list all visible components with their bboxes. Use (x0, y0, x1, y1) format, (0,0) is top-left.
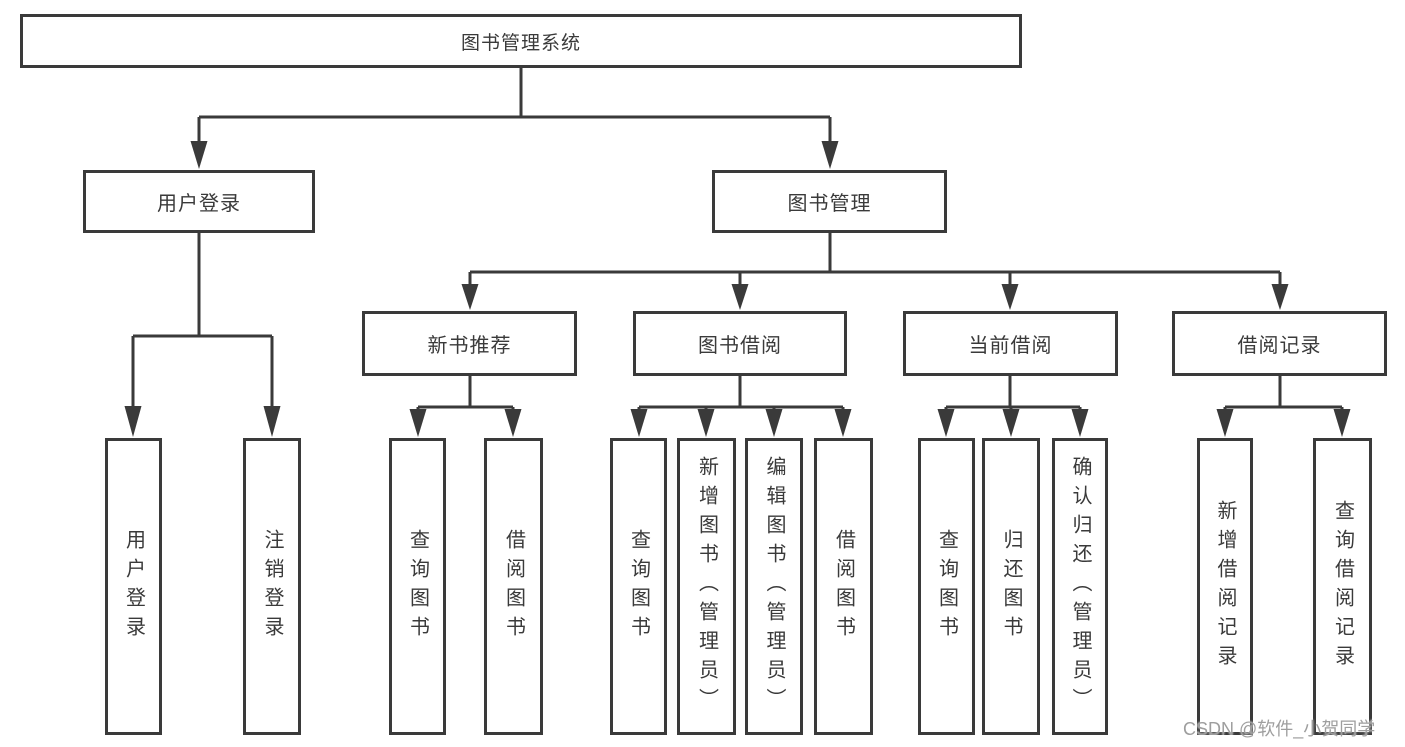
leaf-user-login: 用户登录 (105, 438, 162, 735)
arrowhead-down-icon (834, 409, 852, 437)
csdn-watermark: CSDN @软件_小贺同学 (1183, 719, 1376, 739)
arrowhead-down-icon (1216, 409, 1234, 437)
leaf-borrow-books: 借阅图书 (814, 438, 873, 735)
arrowhead-down-icon (409, 409, 427, 437)
leaf-add-books-admin: 新增图书（管理员） (677, 438, 736, 735)
arrowhead-down-icon (1001, 284, 1019, 310)
arrowhead-down-icon (263, 406, 281, 437)
node-new-book-recommend: 新书推荐 (362, 311, 577, 376)
leaf-confirm-return-admin: 确认归还（管理员） (1052, 438, 1108, 735)
leaf-query-books-borrowing: 查询图书 (610, 438, 667, 735)
node-borrow-records: 借阅记录 (1172, 311, 1387, 376)
node-current-borrowing: 当前借阅 (903, 311, 1118, 376)
node-book-borrowing: 图书借阅 (633, 311, 847, 376)
arrowhead-down-icon (1071, 409, 1089, 437)
arrowhead-down-icon (504, 409, 522, 437)
arrowhead-down-icon (630, 409, 648, 437)
arrowhead-down-icon (731, 284, 749, 310)
arrowhead-down-icon (1271, 284, 1289, 310)
arrowhead-down-icon (1333, 409, 1351, 437)
leaf-add-borrow-record: 新增借阅记录 (1197, 438, 1253, 735)
leaf-query-books-recommend: 查询图书 (389, 438, 446, 735)
node-book-management-branch: 图书管理 (712, 170, 947, 233)
arrowhead-down-icon (1002, 409, 1020, 437)
leaf-borrow-books-recommend: 借阅图书 (484, 438, 543, 735)
arrowhead-down-icon (190, 141, 208, 169)
arrowhead-down-icon (124, 406, 142, 437)
leaf-query-borrow-record: 查询借阅记录 (1313, 438, 1372, 735)
leaf-query-books-current: 查询图书 (918, 438, 975, 735)
node-user-login-branch: 用户登录 (83, 170, 315, 233)
arrowhead-down-icon (461, 284, 479, 310)
leaf-edit-books-admin: 编辑图书（管理员） (745, 438, 803, 735)
arrowhead-down-icon (765, 409, 783, 437)
node-library-management-system: 图书管理系统 (20, 14, 1022, 68)
arrowhead-down-icon (937, 409, 955, 437)
arrowhead-down-icon (697, 409, 715, 437)
leaf-return-books: 归还图书 (982, 438, 1040, 735)
arrowhead-down-icon (821, 141, 839, 169)
leaf-logout: 注销登录 (243, 438, 301, 735)
